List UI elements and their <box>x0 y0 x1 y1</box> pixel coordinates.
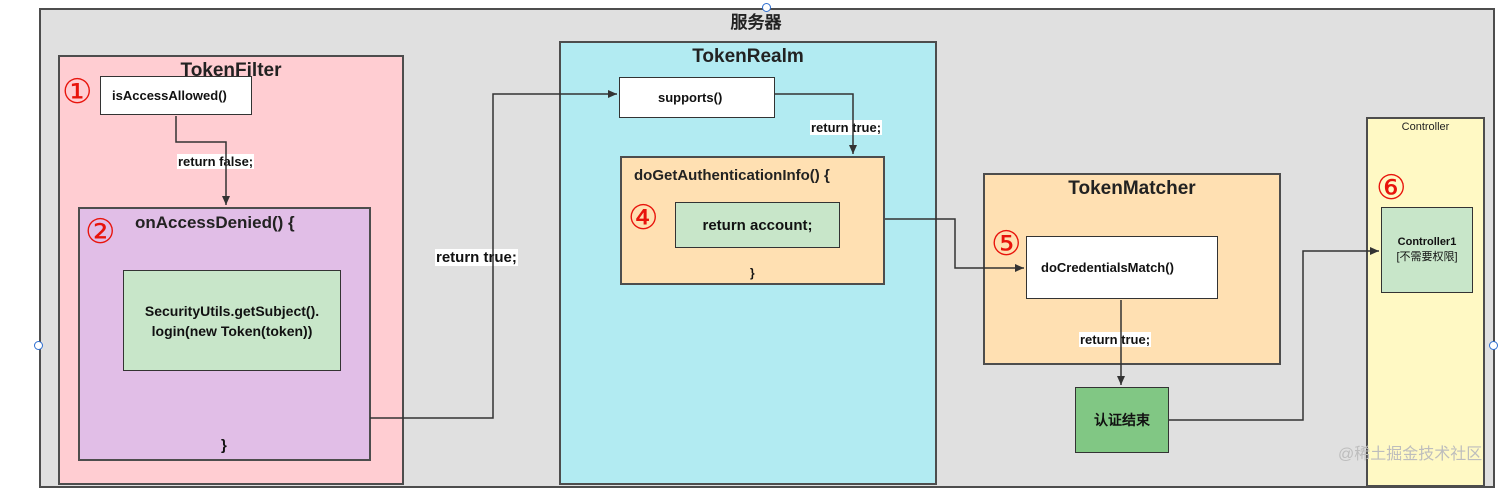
security-login-node[interactable]: SecurityUtils.getSubject(). login(new To… <box>123 270 341 371</box>
edge-access-to-denied <box>175 116 230 205</box>
controller1-line2: [不需要权限] <box>1396 251 1458 263</box>
controller1-node[interactable]: Controller1 [不需要权限] <box>1381 207 1473 293</box>
step-2-marker: ② <box>85 212 116 252</box>
step-1-marker: ① <box>62 72 93 112</box>
auth-end-label: 认证结束 <box>1094 412 1150 428</box>
return-false-label: return false; <box>177 154 255 169</box>
controller-title: Controller <box>1401 121 1450 133</box>
token-realm-title: TokenRealm <box>692 46 804 67</box>
is-access-allowed-label: isAccessAllowed() <box>112 88 227 103</box>
on-access-denied-close-brace: } <box>221 437 227 454</box>
edge-getauth-to-match <box>885 218 1024 272</box>
security-login-line2: login(new Token(token)) <box>151 322 313 339</box>
on-access-denied-title: onAccessDenied() { <box>135 213 295 232</box>
edge-denied-to-supports <box>370 90 617 419</box>
filter-to-realm-label: return true; <box>435 249 518 266</box>
step-6-marker: ⑥ <box>1376 168 1407 208</box>
do-credentials-match-node[interactable]: doCredentialsMatch() <box>1026 236 1218 299</box>
security-login-line1: SecurityUtils.getSubject(). <box>144 302 320 319</box>
step-4-marker: ④ <box>628 198 659 238</box>
matcher-return-true-label: return true; <box>1079 332 1152 347</box>
do-get-auth-title: doGetAuthenticationInfo() { <box>634 167 830 184</box>
realm-return-true-label: return true; <box>810 120 883 135</box>
selection-handle-top[interactable] <box>762 3 771 12</box>
supports-node[interactable]: supports() <box>619 77 775 118</box>
watermark: @稀土掘金技术社区 <box>1338 446 1483 463</box>
token-filter-title: TokenFilter <box>180 60 282 81</box>
is-access-allowed-node[interactable]: isAccessAllowed() <box>100 76 252 115</box>
token-matcher-title: TokenMatcher <box>1068 178 1196 199</box>
do-credentials-match-label: doCredentialsMatch() <box>1041 260 1174 275</box>
server-title: 服务器 <box>730 13 782 32</box>
edge-end-to-controller <box>1169 247 1379 421</box>
controller1-line1: Controller1 <box>1397 236 1457 248</box>
edge-supports-to-getauth <box>775 93 857 154</box>
return-account-label: return account; <box>702 216 813 234</box>
controller-container[interactable]: Controller <box>1366 117 1485 487</box>
do-get-auth-close-brace: } <box>750 266 755 280</box>
selection-handle-left[interactable] <box>34 341 43 350</box>
return-account-node[interactable]: return account; <box>675 202 840 248</box>
step-5-marker: ⑤ <box>991 224 1022 264</box>
supports-label: supports() <box>658 90 723 105</box>
selection-handle-right[interactable] <box>1489 341 1498 350</box>
auth-end-node[interactable]: 认证结束 <box>1075 387 1169 453</box>
connector-layer <box>175 90 1379 421</box>
